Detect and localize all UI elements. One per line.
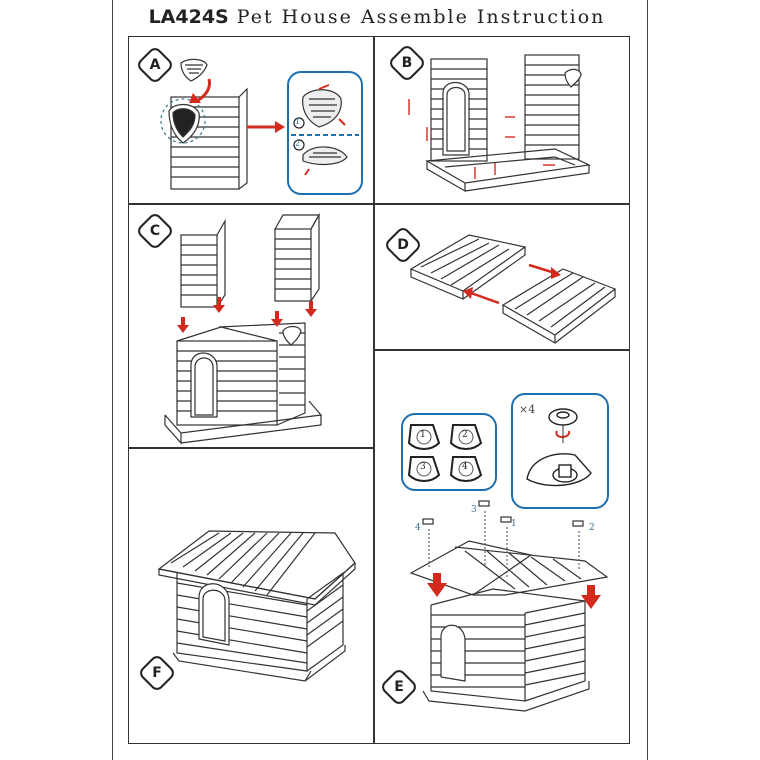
title-text: Pet House Assemble Instruction	[236, 6, 606, 28]
model-code: LA424S	[148, 6, 229, 28]
screw-count: ×4	[519, 403, 536, 416]
step-a-detail-callout: 1 2	[287, 71, 363, 195]
step-e-sequence-callout: 1 2 3 4	[401, 413, 497, 491]
step-a-panel: 1 2 A	[128, 36, 374, 204]
step-a-sub-1: 1	[295, 117, 301, 126]
step-c-panel: C	[128, 204, 374, 448]
instruction-sheet	[112, 0, 648, 760]
step-f-panel: F	[128, 448, 374, 744]
step-a-sub-2: 2	[295, 139, 301, 148]
step-b-panel: B	[374, 36, 630, 204]
step-d-panel: D	[374, 204, 630, 350]
step-e-sequence-illustration	[407, 424, 483, 482]
step-e-screw-label-1: 1	[511, 519, 517, 529]
step-e-screw-label-3: 3	[471, 505, 477, 515]
step-b-illustration	[408, 54, 592, 193]
step-e-panel: 1 2 3 4 ×4	[374, 350, 630, 744]
step-c-illustration	[164, 212, 323, 445]
sequence-2: 2	[462, 430, 468, 440]
step-e-screw-label-4: 4	[415, 523, 421, 533]
step-e-screw-illustration	[526, 408, 592, 487]
step-a-illustration	[160, 58, 285, 190]
step-e-screw-label-2: 2	[589, 523, 595, 533]
step-e-screw-callout: ×4	[511, 393, 609, 509]
step-f-illustration	[157, 530, 356, 682]
step-a-detail-illustration	[291, 84, 359, 176]
step-d-illustration	[409, 234, 617, 345]
sequence-4: 4	[462, 462, 468, 472]
sequence-3: 3	[420, 462, 426, 472]
page-title: LA424S Pet House Assemble Instruction	[122, 6, 632, 34]
sequence-1: 1	[420, 430, 426, 440]
step-e-illustration	[409, 500, 609, 712]
